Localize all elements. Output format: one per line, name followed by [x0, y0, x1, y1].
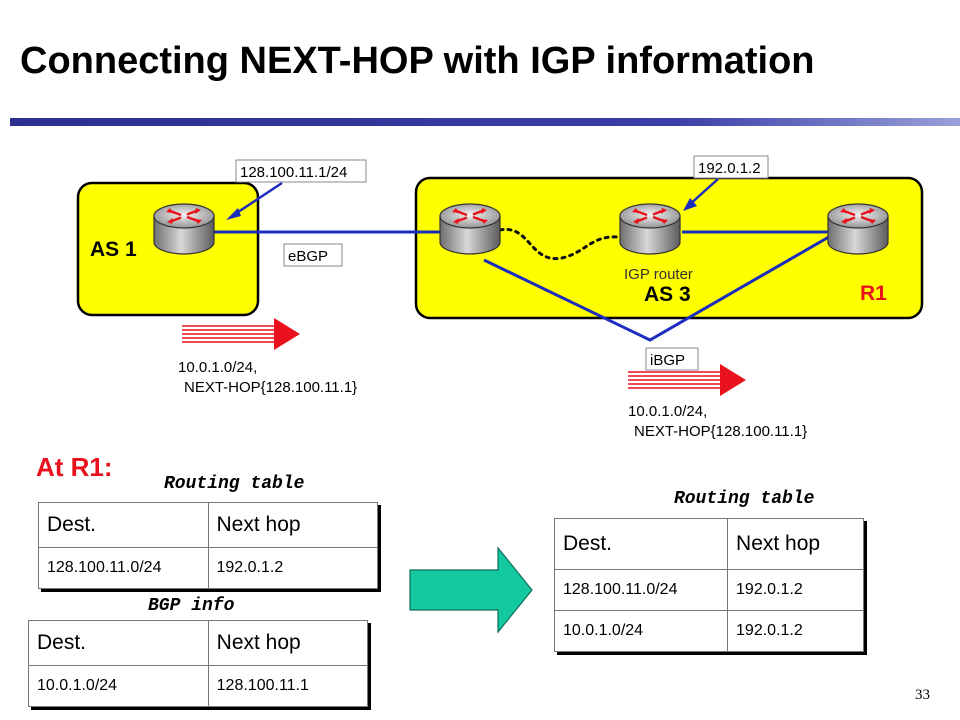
table-row: 10.0.1.0/24 192.0.1.2 — [553, 610, 864, 652]
cell-next-hop: 192.0.1.2 — [727, 569, 864, 611]
at-r1-heading: At R1: — [36, 452, 113, 482]
cell-dest: 128.100.11.0/24 — [553, 569, 729, 611]
addr-igp-box — [693, 155, 769, 179]
as3-label: AS 3 — [644, 283, 691, 306]
header-dest: Dest. — [38, 502, 209, 548]
cell-dest: 128.100.11.0/24 — [38, 547, 209, 589]
as1-router — [152, 202, 216, 256]
route1-prefix: 10.0.1.0/24, — [178, 359, 257, 376]
ebgp-label: eBGP — [288, 248, 328, 265]
table-header-row: Dest. Next hop — [553, 518, 864, 570]
route2-prefix: 10.0.1.0/24, — [628, 403, 707, 420]
table-row: 128.100.11.0/24 192.0.1.2 — [553, 569, 864, 611]
igp-dotted-path — [498, 227, 628, 261]
route-arrow-2 — [628, 364, 746, 396]
header-dest: Dest. — [553, 518, 729, 570]
route2-nexthop: NEXT-HOP{128.100.11.1} — [634, 423, 807, 440]
header-next-hop: Next hop — [207, 502, 378, 548]
cell-dest: 10.0.1.0/24 — [553, 610, 729, 652]
table-row: 10.0.1.0/24 128.100.11.1 — [28, 665, 369, 707]
routing-table-after: Dest. Next hop 128.100.11.0/24 192.0.1.2… — [553, 518, 864, 652]
cell-next-hop: 192.0.1.2 — [727, 610, 864, 652]
transform-arrow-icon — [409, 546, 533, 634]
cell-next-hop: 192.0.1.2 — [207, 547, 378, 589]
routing-table-before-caption: Routing table — [164, 474, 305, 494]
table-row: 128.100.11.0/24 192.0.1.2 — [38, 547, 378, 589]
routing-table-before: Dest. Next hop 128.100.11.0/24 192.0.1.2 — [38, 502, 378, 589]
table-header-row: Dest. Next hop — [38, 502, 378, 548]
routing-table-after-caption: Routing table — [674, 489, 815, 509]
bgp-info-caption: BGP info — [148, 596, 235, 616]
ibgp-label: iBGP — [650, 352, 685, 369]
slide-title: Connecting NEXT-HOP with IGP information — [20, 40, 815, 82]
page-number: 33 — [915, 687, 930, 703]
bgp-info-table: Dest. Next hop 10.0.1.0/24 128.100.11.1 — [28, 620, 369, 707]
r1-router — [826, 202, 890, 256]
route-arrow-1 — [182, 318, 300, 350]
addr-as1-pointer — [231, 181, 283, 218]
igp-router — [618, 202, 682, 256]
as1-label: AS 1 — [90, 238, 137, 261]
ibgp-label-box — [645, 347, 699, 371]
r1-label: R1 — [860, 282, 887, 305]
title-underline — [10, 118, 960, 126]
cell-dest: 10.0.1.0/24 — [28, 665, 209, 707]
header-next-hop: Next hop — [207, 620, 369, 666]
addr-as1-box — [235, 159, 367, 183]
ebgp-label-box — [283, 243, 343, 267]
ibgp-link — [483, 232, 835, 342]
header-next-hop: Next hop — [727, 518, 864, 570]
addr-igp-label: 192.0.1.2 — [698, 160, 761, 177]
cell-next-hop: 128.100.11.1 — [207, 665, 369, 707]
addr-as1-label: 128.100.11.1/24 — [240, 164, 347, 181]
as3-border-router — [438, 202, 502, 256]
header-dest: Dest. — [28, 620, 209, 666]
route1-nexthop: NEXT-HOP{128.100.11.1} — [184, 379, 357, 396]
table-header-row: Dest. Next hop — [28, 620, 369, 666]
igp-router-label: IGP router — [624, 266, 693, 283]
